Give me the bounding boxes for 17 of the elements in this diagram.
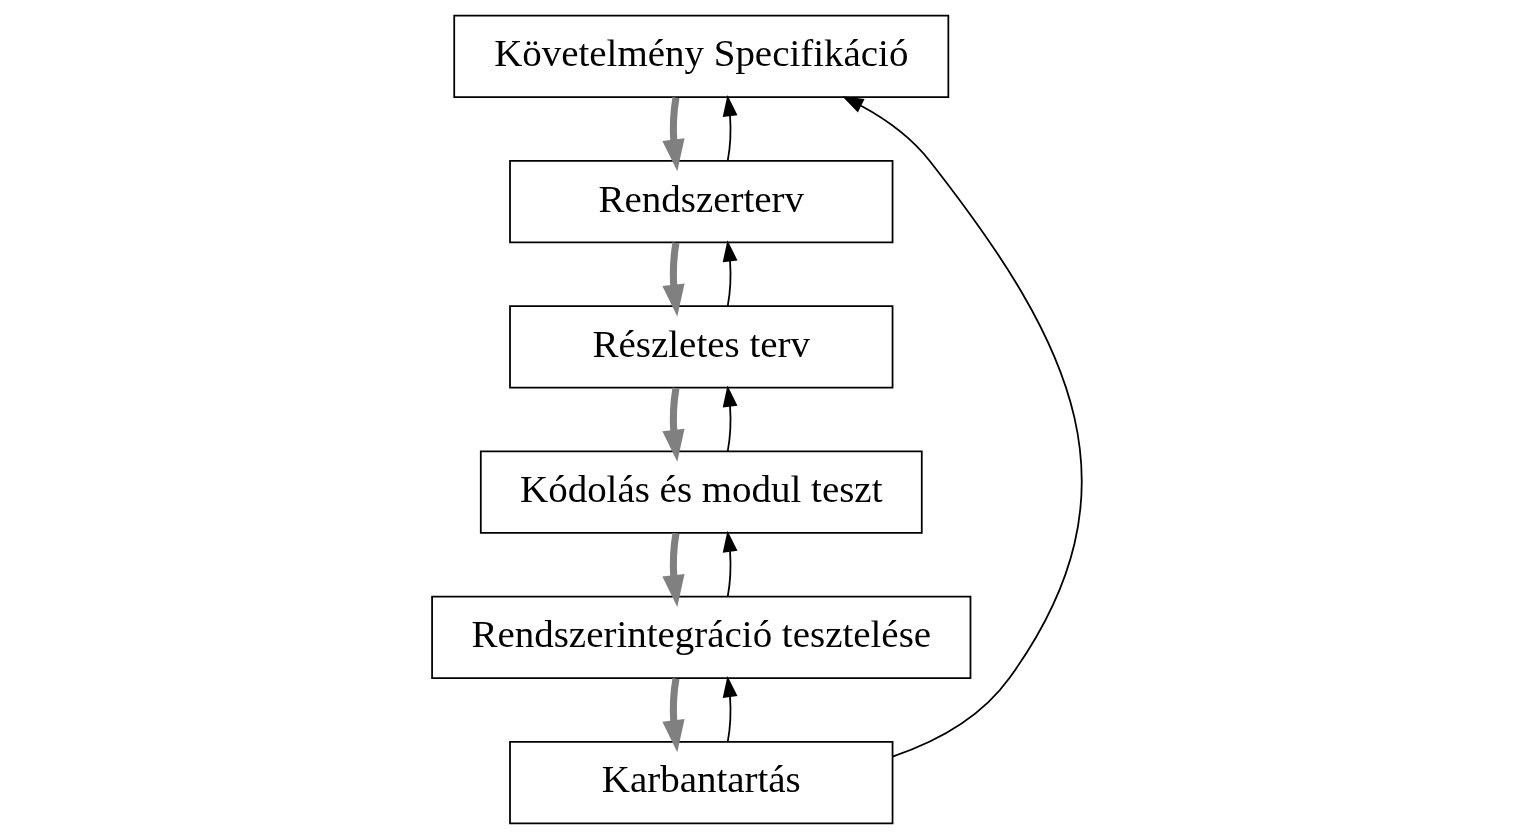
arrow <box>722 95 738 162</box>
arrow <box>662 97 685 172</box>
arrow <box>722 675 738 743</box>
node-box: Karbantartás <box>509 740 894 825</box>
arrow <box>722 240 738 307</box>
node-box: Rendszerterv <box>509 160 894 244</box>
arrow <box>662 532 685 607</box>
arrow <box>662 678 685 753</box>
node-box: Rendszerintegráció tesztelése <box>431 595 972 679</box>
arrow <box>722 385 738 452</box>
arrow <box>662 242 685 317</box>
node-box: Követelmény Specifikáció <box>453 14 950 99</box>
node-box: Részletes terv <box>509 305 894 389</box>
arrow <box>722 530 738 598</box>
arrow <box>842 96 1082 758</box>
node-box: Kódolás és modul teszt <box>479 450 923 534</box>
arrow <box>662 387 685 462</box>
